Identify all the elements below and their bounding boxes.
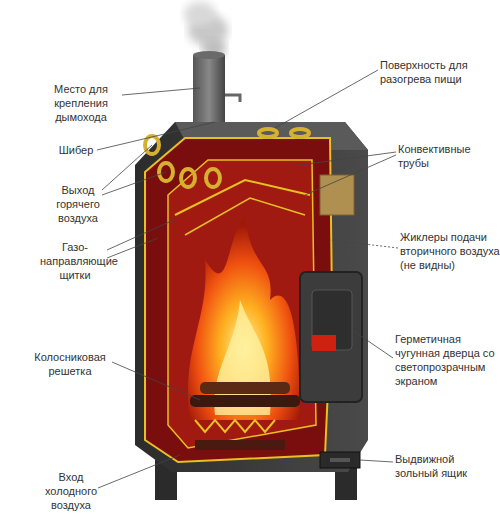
logs-and-grate <box>200 382 290 394</box>
convective-tube-rings <box>145 129 309 187</box>
part-label: Выход горячего воздуха <box>50 183 106 225</box>
leader-line <box>275 70 378 128</box>
part-label: Место для крепления дымохода <box>40 82 122 124</box>
leader-line <box>97 122 215 150</box>
part-label: Выдвижной зольный ящик <box>395 452 475 480</box>
chimney-pipe <box>193 51 240 130</box>
cast-iron-door <box>312 335 336 351</box>
chimney-pipe <box>193 51 225 59</box>
smoke <box>184 2 228 58</box>
leader-line <box>107 218 178 250</box>
smoke <box>184 2 216 26</box>
logs-and-grate <box>195 420 275 432</box>
leader-line <box>97 70 398 488</box>
chimney-pipe <box>193 55 225 130</box>
leader-line <box>305 155 396 195</box>
chimney-pipe <box>225 95 240 102</box>
cast-iron-door <box>300 272 362 402</box>
leader-line <box>102 145 152 190</box>
cast-iron-door <box>300 175 362 402</box>
leader-line <box>122 88 200 95</box>
part-label: Вход холодного воздуха <box>40 470 102 512</box>
leader-line <box>300 152 396 165</box>
cutaway-section <box>168 160 316 448</box>
part-label: Жиклеры подачи вторичного воздуха (не ви… <box>400 230 500 272</box>
logs-and-grate <box>190 395 300 407</box>
leader-line <box>107 238 158 258</box>
part-label: Герметичная чугунная дверца со светопроз… <box>395 332 498 388</box>
convective-tube-rings <box>259 129 277 137</box>
stove-body <box>135 122 368 472</box>
convective-tube-rings <box>181 169 195 187</box>
part-label: Газо- направляющие щитки <box>40 240 110 282</box>
convective-tube-rings <box>206 169 220 187</box>
logs-and-grate <box>190 382 300 450</box>
fire <box>188 215 300 420</box>
leader-line <box>360 460 393 462</box>
stove-body <box>135 122 368 500</box>
cast-iron-door <box>312 290 352 350</box>
leader-line <box>112 362 200 400</box>
part-label: Колосниковая решетка <box>25 350 115 378</box>
leader-line <box>352 330 393 358</box>
leader-line <box>98 455 180 488</box>
fire <box>188 215 300 420</box>
leader-line <box>102 172 166 195</box>
convective-tube-rings <box>291 129 309 137</box>
ash-drawer <box>320 452 360 468</box>
leader-line <box>330 240 398 248</box>
ash-drawer <box>320 452 360 468</box>
part-label: Поверхность для разогрева пищи <box>380 58 490 86</box>
part-label: Конвективные трубы <box>398 142 480 170</box>
part-label: Шибер <box>55 143 97 157</box>
logs-and-grate <box>195 440 285 450</box>
ash-drawer <box>330 458 350 462</box>
